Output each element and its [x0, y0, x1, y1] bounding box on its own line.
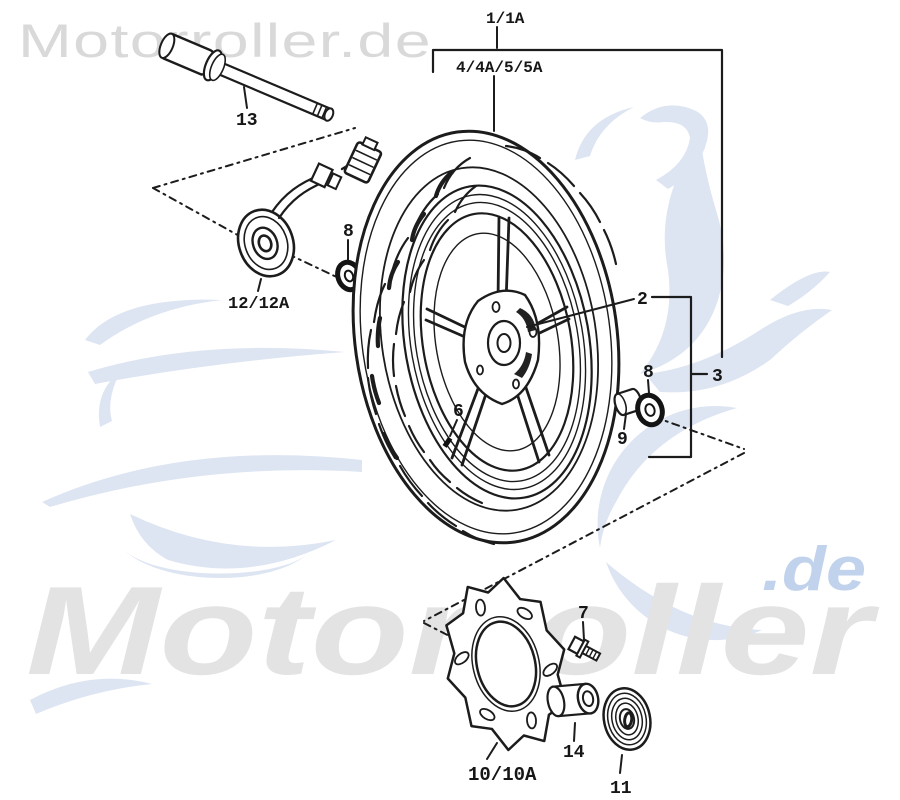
- tire-tread: [366, 144, 618, 546]
- label-bearing-left: 8: [343, 222, 354, 242]
- bracket-group-2-3: [526, 295, 709, 459]
- label-group-1: 1/1A: [486, 10, 525, 28]
- speedo-drive-part: [236, 135, 383, 292]
- bearing-right-part: [635, 379, 665, 428]
- label-spacer: 9: [617, 430, 628, 450]
- decor-left-wing: [30, 299, 362, 714]
- label-valve: 6: [453, 402, 464, 422]
- bracket-group-1: [431, 26, 724, 359]
- brake-disc-part: [445, 576, 567, 760]
- tire-tread-bold: [369, 169, 455, 461]
- label-bearing-right: 8: [643, 363, 654, 383]
- wheel-part: [351, 129, 621, 546]
- seal-part: [602, 687, 652, 774]
- label-bushing: 14: [563, 743, 585, 763]
- label-hub: 2: [637, 290, 648, 310]
- label-axle-group: 3: [712, 367, 723, 387]
- valve-part: [442, 419, 458, 448]
- label-bolt: 7: [578, 604, 589, 624]
- label-seal: 11: [610, 779, 632, 799]
- wheel-spokes: [424, 215, 571, 467]
- decor-right-bird: [575, 105, 832, 641]
- wheel-hub: [462, 289, 541, 406]
- label-speedo-drive: 12/12A: [228, 295, 290, 314]
- watermark-bottom-suffix: .de: [762, 535, 866, 604]
- bolt-part: [566, 621, 602, 662]
- label-group-4: 4/4A/5/5A: [456, 59, 543, 77]
- label-axle: 13: [236, 111, 258, 131]
- wheel-rim: [401, 184, 593, 500]
- axle-part: [158, 32, 335, 122]
- label-brake-disc: 10/10A: [468, 764, 537, 786]
- bushing-part: [546, 682, 600, 742]
